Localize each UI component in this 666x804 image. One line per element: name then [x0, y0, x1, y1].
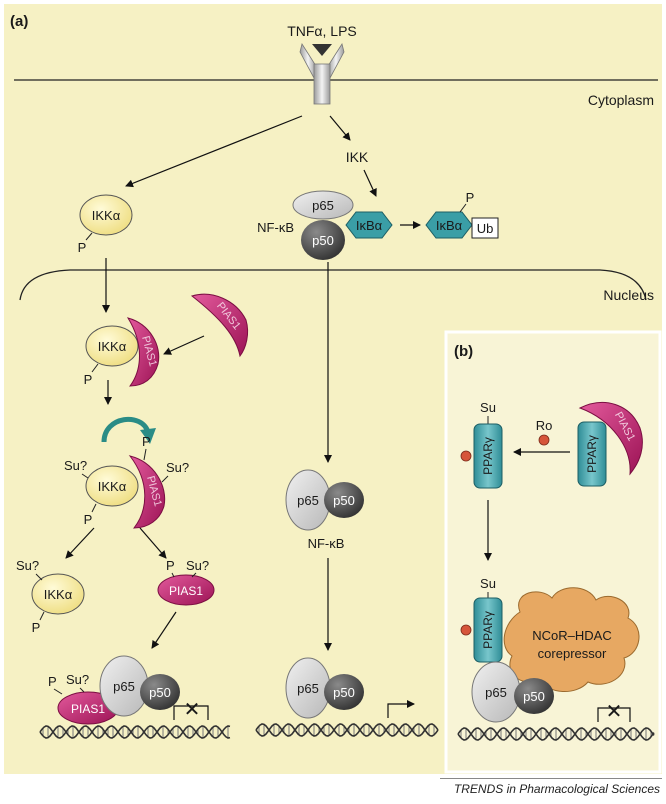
transcription-block-left: ✕ [184, 699, 201, 721]
ppar-repression-label: PPARγ [481, 611, 495, 649]
ikka-complex-1 [85, 325, 139, 367]
pias1-panel-b [578, 402, 643, 476]
ikka-complex-2 [85, 465, 139, 507]
arrow-split-pias1 [139, 527, 167, 559]
p50-cytoplasm-label: p50 [312, 233, 334, 248]
corepressor-line1: NCoR–HDAC [532, 628, 611, 643]
ikka-released-phospho: P [32, 620, 41, 635]
dna-strand [255, 723, 439, 737]
pias1-released-label: PIAS1 [169, 584, 203, 598]
ubiquitin-label: Ub [477, 221, 494, 236]
arrow-ikk-to-ikba [363, 169, 377, 197]
ikka-complex-1-label: IKKα [98, 339, 127, 354]
arrow-pias1-to-promoter [151, 611, 177, 649]
sumoylation-curved-arrow [101, 416, 151, 443]
gene-bracket-right [597, 707, 631, 722]
p50-panel-b [514, 678, 554, 714]
p65-promoter-left-label: p65 [113, 679, 135, 694]
pias1-complex-1 [126, 317, 160, 387]
sumoylation-arrowhead [140, 428, 156, 444]
nfkb-cytoplasm-label: NF-κB [257, 220, 294, 235]
dna-strand [39, 725, 231, 739]
ppar-sumoylated-label: PPARγ [481, 437, 495, 475]
transcription-block-right: ✕ [606, 701, 623, 723]
panel-a-label: (a) [10, 13, 28, 30]
ppar-repression [473, 597, 503, 663]
ikka-released-sumo: Su? [16, 558, 39, 573]
ikba-bound [345, 211, 393, 239]
ppar-unmodified [577, 421, 607, 487]
corepressor-line2: corepressor [538, 646, 607, 661]
p65-promoter-middle-label: p65 [297, 681, 319, 696]
nfkb-nucleus-label: NF-κB [308, 536, 345, 551]
ppar-bottom-sumo: Su [480, 576, 496, 591]
transcription-start-arrow [387, 700, 415, 718]
ikka-complex-1-phospho: P [84, 372, 93, 387]
p50-panel-b-label: p50 [523, 689, 545, 704]
pias1-released [157, 574, 215, 606]
pias1-complex-2 [128, 455, 166, 529]
ikka-cytoplasm [79, 194, 133, 236]
pias1-released-phospho: P [166, 558, 175, 573]
dna-strand [457, 727, 655, 741]
credit-rule [440, 778, 662, 779]
ubiquitin-tag [471, 217, 499, 239]
ikka-phospho-mark: P [78, 240, 87, 255]
ikka-complex-2-phospho: P [84, 512, 93, 527]
ikba-free-label: IκBα [436, 218, 463, 233]
p50-promoter-middle [324, 674, 364, 710]
journal-credit: TRENDS in Pharmacological Sciences [453, 782, 660, 796]
panel-b-label: (b) [454, 343, 473, 360]
dna-helix-right [457, 727, 655, 741]
arrow-receptor-to-ikk [329, 115, 351, 141]
cytoplasm-label: Cytoplasm [588, 92, 654, 108]
arrow-split-ikka [65, 527, 95, 559]
ikba-bound-label: IκBα [356, 218, 383, 233]
ro-ligand-bound-top [460, 450, 472, 462]
ro-label: Ro [536, 418, 553, 433]
p50-promoter-left-label: p50 [149, 685, 171, 700]
arrow-receptor-to-ikka [125, 115, 303, 188]
nucleus-label: Nucleus [603, 287, 654, 303]
p50-promoter-middle-label: p50 [333, 685, 355, 700]
dna-strand [457, 727, 655, 741]
ikka-released [31, 573, 85, 615]
ikba-phospho-mark: P [466, 190, 475, 205]
pias1-promoter-sumo: Su? [66, 672, 89, 687]
p50-cytoplasm [301, 220, 345, 260]
stimulus-label: TNFα, LPS [287, 23, 357, 39]
p65-nucleus-label: p65 [297, 493, 319, 508]
p65-cytoplasm-label: p65 [312, 198, 334, 213]
p50-promoter-left [140, 674, 180, 710]
gene-bracket-left [173, 705, 209, 720]
dna-strand [39, 725, 231, 739]
p65-cytoplasm [292, 190, 354, 220]
ligand-triangle [312, 44, 332, 56]
pias1-promoter-label: PIAS1 [71, 702, 105, 716]
arrow-pias1-binding [163, 335, 205, 355]
dna-helix-middle [255, 723, 439, 737]
ppar-unmodified-label: PPARγ [585, 435, 599, 473]
dna-helix-left [39, 725, 231, 739]
pias1-released-sumo: Su? [186, 558, 209, 573]
ikka-cytoplasm-label: IKKα [92, 208, 121, 223]
pias1-promoter-phospho: P [48, 674, 57, 689]
pias1-complex-2-phospho: P [142, 434, 151, 449]
p50-nucleus-label: p50 [333, 493, 355, 508]
p65-panel-b-label: p65 [485, 685, 507, 700]
ikka-complex-2-label: IKKα [98, 479, 127, 494]
p50-nucleus [324, 482, 364, 518]
pias1-complex-2-sumo: Su? [166, 460, 189, 475]
ro-ligand-free [538, 434, 550, 446]
ppar-sumoylated [473, 423, 503, 489]
ikka-released-label: IKKα [44, 587, 73, 602]
pias1-free [190, 293, 249, 358]
ppar-top-sumo: Su [480, 400, 496, 415]
ikk-label: IKK [346, 149, 369, 165]
ikka-complex-2-sumo: Su? [64, 458, 87, 473]
nuclear-envelope [19, 269, 647, 301]
receptor [299, 42, 345, 105]
ro-ligand-bound-bottom [460, 624, 472, 636]
